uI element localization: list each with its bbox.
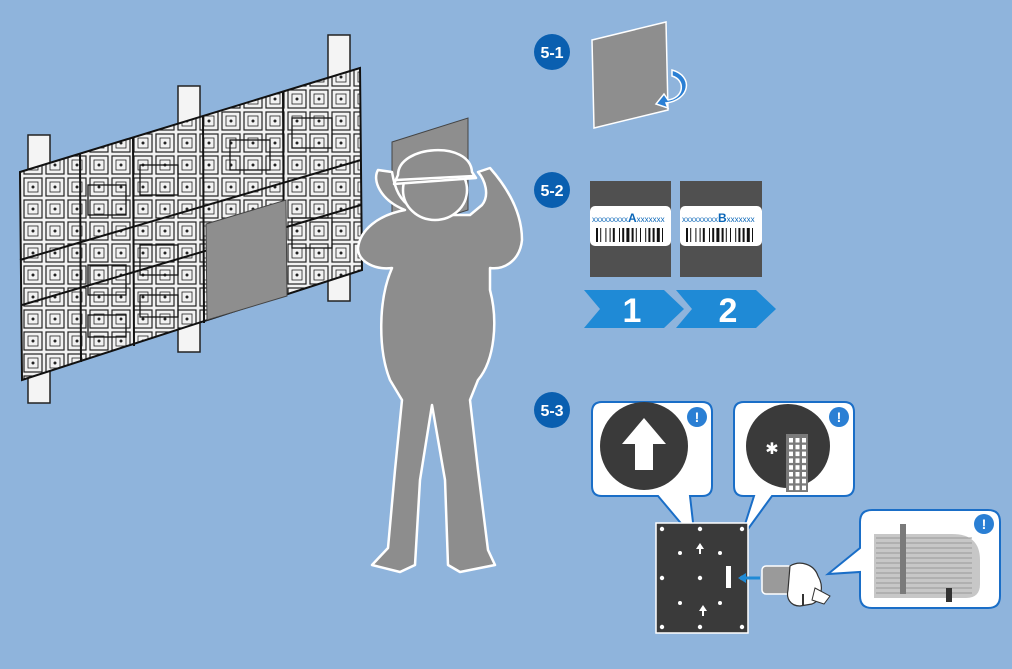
order-number-1: 1 xyxy=(623,292,642,330)
svg-text:!: ! xyxy=(695,409,700,425)
cabinet-grid xyxy=(19,91,362,363)
step-label-5-2: 5-2 xyxy=(540,183,563,200)
callout-connector: ✱ ! xyxy=(733,401,855,541)
svg-text:!: ! xyxy=(982,516,987,532)
cabinet-frame xyxy=(18,66,364,382)
orientation-arrow-icon xyxy=(699,605,707,616)
module-panel-b: xxxxxxxxxBxxxxxxx xyxy=(680,181,762,277)
step-badge-5-3 xyxy=(534,392,570,428)
hard-hat-icon xyxy=(392,149,478,186)
rotate-arrow-icon xyxy=(654,69,688,110)
cable-connector-icon xyxy=(874,524,980,602)
wall-frame-illustration xyxy=(18,34,364,404)
orientation-arrow-icon xyxy=(696,543,704,554)
module-back-panel xyxy=(655,522,749,634)
step-label-5-1: 5-1 xyxy=(540,45,563,62)
step-5-1: 5-1 xyxy=(534,21,688,129)
protective-film-sheet xyxy=(591,21,669,129)
svg-text:!: ! xyxy=(837,409,842,425)
barcode-b xyxy=(686,228,753,242)
warning-icon: ! xyxy=(829,407,849,427)
serial-code-a: xxxxxxxxxAxxxxxxx xyxy=(592,211,665,225)
callout-orientation: ! xyxy=(591,401,713,544)
step-badge-5-2 xyxy=(534,172,570,208)
cabinet-modules xyxy=(87,117,333,338)
callout-cable: ! xyxy=(824,509,1001,609)
order-number-2: 2 xyxy=(719,292,738,330)
pin-marker-icon: ✱ xyxy=(765,441,778,458)
installer-figure xyxy=(356,117,524,574)
installed-led-module xyxy=(205,199,288,321)
connector-port xyxy=(726,566,731,588)
hand-plugging-cable xyxy=(738,562,831,607)
serial-code-b: xxxxxxxxxBxxxxxxx xyxy=(682,211,755,225)
order-chevron-1 xyxy=(584,290,684,328)
order-chevron-2 xyxy=(676,290,776,328)
install-order-chevrons: 1 2 xyxy=(584,290,776,330)
connector-pin-icon xyxy=(786,434,808,492)
module-panel-a: xxxxxxxxxAxxxxxxx xyxy=(590,181,671,277)
warning-icon: ! xyxy=(687,407,707,427)
barcode-a xyxy=(596,228,663,242)
warning-icon: ! xyxy=(974,514,994,534)
step-5-3: 5-3 ! ✱ ! xyxy=(534,392,1001,634)
step-5-2: 5-2 xxxxxxxxxAxxxxxxx xxxxxxxxxBxxxxxxx … xyxy=(534,172,776,330)
up-arrow-icon xyxy=(622,418,666,470)
step-label-5-3: 5-3 xyxy=(540,403,563,420)
step-badge-5-1 xyxy=(534,34,570,70)
